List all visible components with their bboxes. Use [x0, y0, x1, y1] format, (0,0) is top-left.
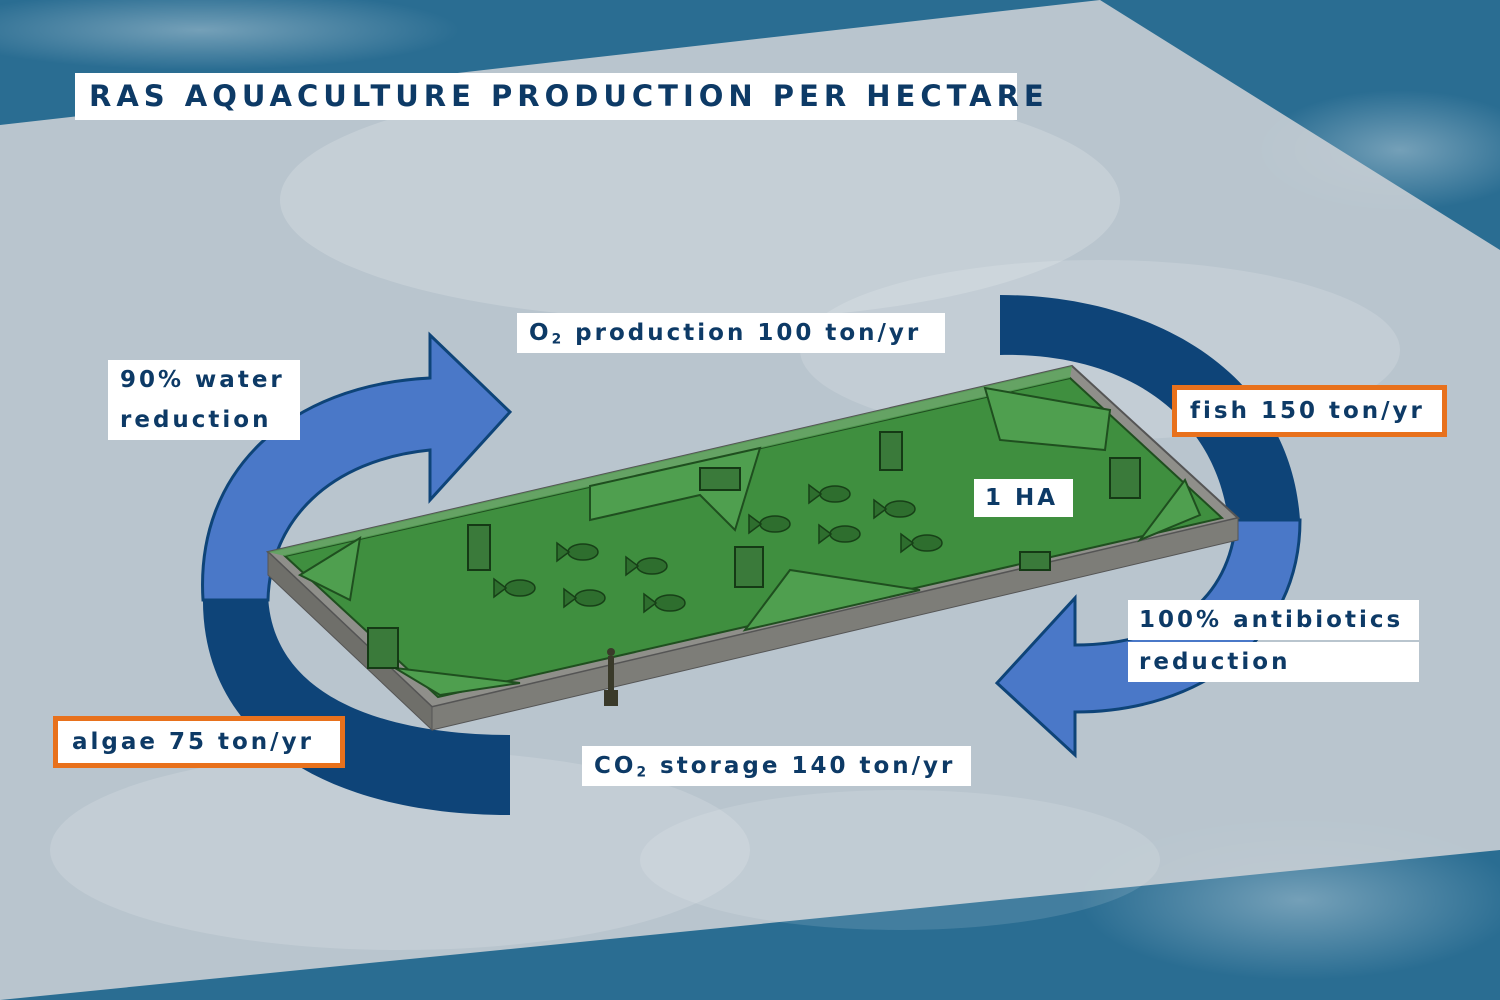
equipment-units	[367, 431, 1141, 669]
water-reduction-label-line1: 90% water	[108, 360, 300, 400]
fish-icon	[556, 541, 599, 563]
fish-icon	[900, 532, 943, 554]
partition-wall	[1137, 478, 1202, 543]
partition-wall	[983, 386, 1112, 452]
o2-production-label: O2 production 100 ton/yr	[517, 313, 945, 353]
arrow-dark-top	[1000, 295, 1300, 540]
co2-rest: storage 140 ton/yr	[649, 753, 956, 779]
fish-icon	[643, 592, 686, 614]
arrow-dark-bottom	[202, 595, 510, 815]
antibiotics-reduction-label-line2: reduction	[1128, 642, 1419, 682]
fish-icon	[748, 513, 791, 535]
person-figure	[604, 648, 618, 706]
fish-icon	[808, 483, 851, 505]
pool-back-wall	[268, 366, 1072, 556]
fish-icon	[873, 498, 916, 520]
fish-icon	[818, 523, 861, 545]
fish-icon	[563, 587, 606, 609]
o2-subscript: 2	[551, 331, 565, 348]
antibiotics-reduction-label-line1: 100% antibiotics	[1128, 600, 1419, 640]
water-reduction-label-line2: reduction	[108, 400, 300, 440]
fish-icon	[625, 555, 668, 577]
partition-wall	[394, 667, 521, 697]
arrow-light-left	[201, 331, 513, 602]
partition-wall	[297, 536, 362, 602]
co2-subscript: 2	[636, 764, 650, 781]
o2-prefix: O	[529, 320, 552, 346]
fish-icon	[493, 577, 536, 599]
fish-production-label: fish 150 ton/yr	[1172, 385, 1447, 437]
page-title: RAS AQUACULTURE PRODUCTION PER HECTARE	[75, 73, 1044, 120]
co2-storage-label: CO2 storage 140 ton/yr	[582, 746, 971, 786]
co2-prefix: CO	[594, 753, 637, 779]
area-label: 1 HA	[974, 479, 1073, 517]
partition-wall	[742, 568, 921, 632]
algae-production-label: algae 75 ton/yr	[53, 716, 345, 768]
fish-icon-group	[493, 483, 943, 614]
o2-rest: production 100 ton/yr	[564, 320, 922, 346]
